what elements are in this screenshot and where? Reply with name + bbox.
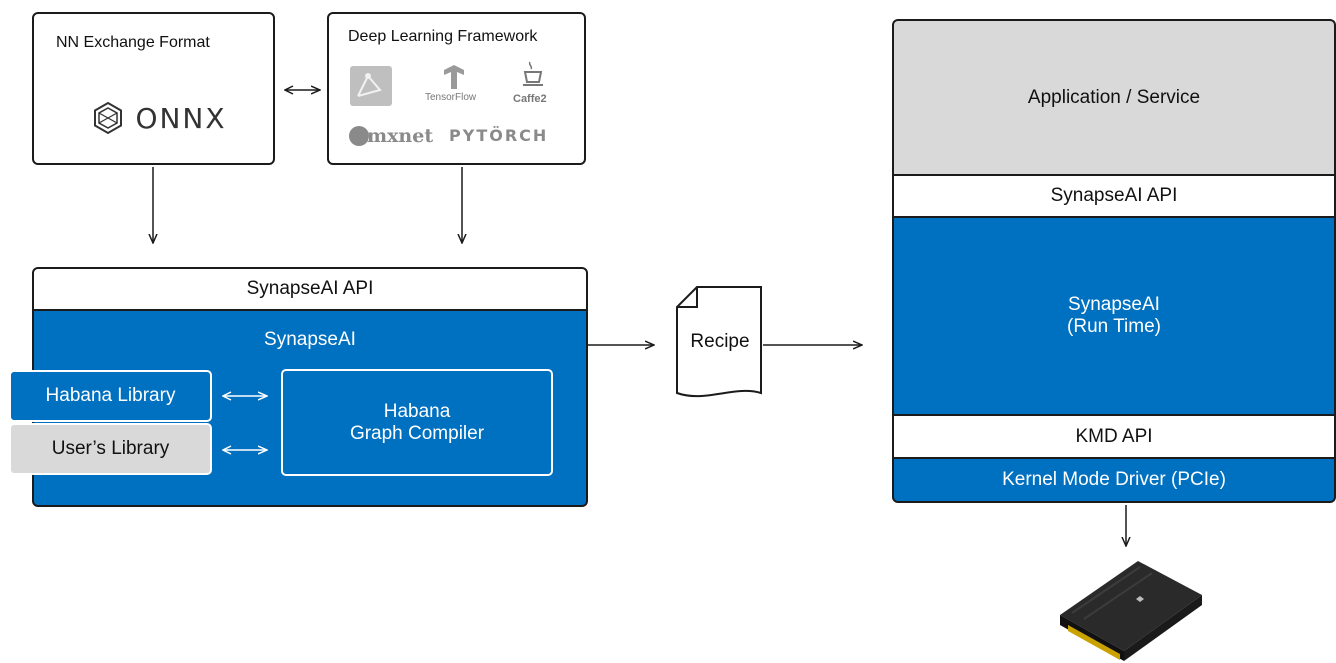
runtime-synapseai-line1: SynapseAI xyxy=(1068,294,1160,315)
recipe-label: Recipe xyxy=(690,331,750,352)
runtime-synapseai-line2: (Run Time) xyxy=(1067,316,1161,337)
caffe2-icon xyxy=(521,60,545,88)
onnx-logo: ONNX xyxy=(79,98,239,138)
graph-compiler-line1: Habana xyxy=(383,400,451,422)
users-library-box: User’s Library xyxy=(9,423,212,475)
compile-synapseai-api-bar: SynapseAI API xyxy=(32,267,588,311)
onnx-logo-text: ONNX xyxy=(135,101,227,135)
framework-logo-icon xyxy=(350,66,392,106)
compile-synapseai-label: SynapseAI xyxy=(264,329,356,350)
caffe2-logo-text: Caffe2 xyxy=(513,93,547,105)
tensorflow-icon xyxy=(441,64,467,90)
application-service-box: Application / Service xyxy=(892,19,1336,174)
kmd-api-bar: KMD API xyxy=(892,414,1336,459)
dl-framework-box: Deep Learning Framework TensorFlow Caffe… xyxy=(327,12,586,165)
library-compiler-arrows xyxy=(215,370,275,480)
mxnet-icon xyxy=(349,126,369,146)
nn-exchange-title: NN Exchange Format xyxy=(56,34,210,51)
graph-compiler-box: Habana Graph Compiler xyxy=(281,369,553,476)
mxnet-logo-text: mxnet xyxy=(367,125,434,147)
graph-compiler-line2: Graph Compiler xyxy=(349,422,485,444)
onnx-icon xyxy=(94,101,123,135)
accelerator-card-image xyxy=(1060,561,1202,661)
runtime-synapseai-api-bar: SynapseAI API xyxy=(892,174,1336,218)
dl-framework-title: Deep Learning Framework xyxy=(348,28,538,45)
kernel-mode-driver-bar: Kernel Mode Driver (PCIe) xyxy=(892,459,1336,503)
mxnet-logo: mxnet xyxy=(349,124,433,148)
habana-library-box: Habana Library xyxy=(9,370,212,422)
runtime-synapseai-block: SynapseAI (Run Time) xyxy=(892,218,1336,414)
pytorch-logo-text: PYTÖRCH xyxy=(449,126,549,145)
nn-exchange-box: NN Exchange Format ONNX xyxy=(32,12,275,165)
tensorflow-logo-text: TensorFlow xyxy=(425,92,477,103)
recipe-document-icon xyxy=(676,286,762,398)
